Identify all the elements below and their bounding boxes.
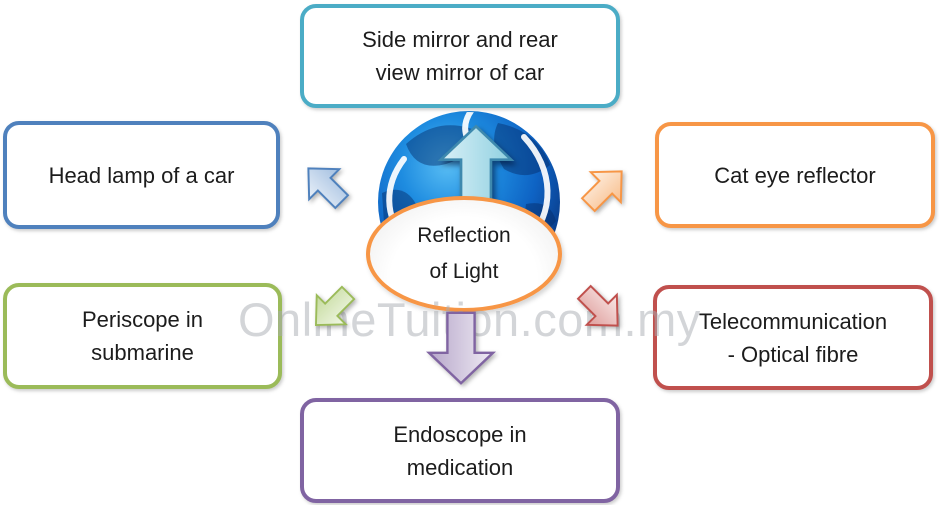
- center-topic-line: of Light: [429, 260, 499, 283]
- arrow-up-icon: [437, 124, 515, 206]
- node-label-line: Side mirror and rear: [362, 27, 558, 52]
- arrow-down-icon: [425, 311, 497, 385]
- arrow-down-left-icon: [314, 285, 356, 327]
- center-topic-line: Reflection: [417, 224, 511, 248]
- node-periscope: Periscope in submarine: [3, 283, 282, 389]
- node-label-line: Endoscope in: [393, 421, 527, 447]
- node-endoscope: Endoscope in medication: [300, 398, 620, 503]
- node-label-line: Head lamp of a car: [48, 162, 235, 188]
- node-head-lamp: Head lamp of a car: [3, 121, 280, 229]
- node-cat-eye: Cat eye reflector: [655, 122, 935, 228]
- node-label-line: medication: [406, 454, 514, 480]
- node-label-line: Periscope in: [81, 307, 204, 332]
- node-label-line: view mirror of car: [375, 60, 545, 85]
- node-label-line: submarine: [91, 340, 194, 365]
- node-telecommunication: Telecommunication - Optical fibre: [653, 285, 933, 390]
- arrow-up-right-icon: [580, 170, 623, 213]
- node-label-line: Telecommunication: [698, 308, 888, 334]
- node-side-mirror: Side mirror and rear view mirror of car: [300, 4, 620, 108]
- node-label-line: - Optical fibre: [727, 341, 859, 367]
- arrow-down-right-icon: [576, 284, 619, 327]
- node-label-line: Cat eye reflector: [714, 162, 876, 188]
- center-topic-ellipse: Reflection of Light: [366, 196, 562, 312]
- arrow-up-left-icon: [307, 167, 350, 210]
